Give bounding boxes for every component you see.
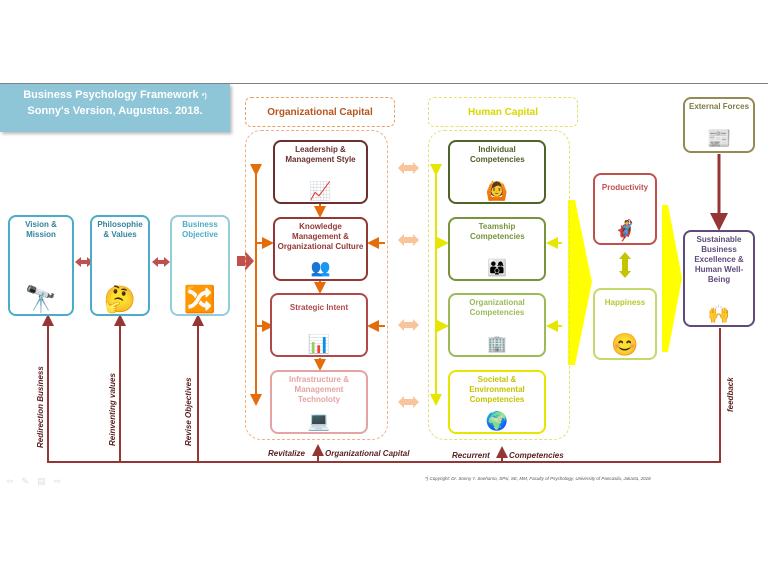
people-group-icon: 👥 bbox=[310, 260, 331, 277]
top-divider bbox=[0, 83, 768, 84]
box-label: Productivity bbox=[601, 183, 649, 192]
title-line2: Sonny's Version, Augustus. 2018. bbox=[27, 105, 203, 117]
title-line1: Business Psychology Framework bbox=[23, 89, 199, 101]
title-mark: *) bbox=[201, 93, 207, 100]
header-human-capital: Human Capital bbox=[428, 97, 578, 127]
vision-mission-box: Vision & Mission 🔭 bbox=[8, 215, 74, 316]
menu-icon[interactable]: ▤ bbox=[37, 476, 46, 486]
flying-heroes-icon: 🦸 bbox=[612, 220, 638, 242]
organization-crowd-icon: 🏢 bbox=[487, 336, 507, 353]
org-capital-spine bbox=[250, 164, 385, 406]
box-label: Business Objective bbox=[181, 220, 218, 239]
previous-icon[interactable]: ⇦ bbox=[6, 476, 14, 486]
pen-icon[interactable]: ✎ bbox=[21, 476, 30, 486]
happiness-box: Happiness 😊 bbox=[593, 288, 657, 360]
box-label: Philosophie & Values bbox=[97, 220, 143, 239]
telescope-person-icon: 🔭 bbox=[24, 284, 58, 314]
label-feedback: feedback bbox=[726, 377, 735, 412]
label-recurrent: Recurrent bbox=[452, 451, 490, 460]
infrastructure-box: Infrastructure & Management Technoloty 💻 bbox=[270, 370, 368, 434]
human-capital-container bbox=[428, 130, 570, 440]
next-icon[interactable]: ⇨ bbox=[53, 476, 62, 486]
slide-title: Business Psychology Framework *) Sonny's… bbox=[0, 84, 230, 132]
climbing-people-icon: 📈 bbox=[309, 181, 332, 201]
stressed-person-icon: 🙆 bbox=[485, 181, 509, 201]
copyright-note: *) Copyright: Dr. Sonny Y. Soeharso, SPs… bbox=[425, 476, 651, 481]
box-label: Leadership & Management Style bbox=[285, 145, 356, 164]
box-label: Teamship Competencies bbox=[470, 222, 525, 241]
label-organizational-capital: Organizational Capital bbox=[325, 449, 410, 458]
presentation-icon: 📊 bbox=[307, 334, 331, 354]
box-label: Infrastructure & Management Technoloty bbox=[288, 375, 349, 404]
leadership-box: Leadership & Management Style 📈 bbox=[273, 140, 368, 204]
globe-icon: 🌍 bbox=[485, 411, 509, 431]
newspaper-icon: 📰 bbox=[706, 128, 732, 150]
box-label: Organizational Competencies bbox=[469, 298, 525, 317]
box-label: Societal & Environmental Competencies bbox=[469, 375, 525, 404]
slide-nav: ⇦ ✎ ▤ ⇨ bbox=[6, 476, 61, 487]
knowledge-management-box: Knowledge Management & Organizational Cu… bbox=[273, 217, 368, 281]
header-organizational-capital: Organizational Capital bbox=[245, 97, 395, 127]
box-label: External Forces bbox=[688, 102, 750, 111]
box-label: Knowledge Management & Organizational Cu… bbox=[277, 222, 364, 251]
box-label: Individual Competencies bbox=[470, 145, 525, 164]
human-capital-spine bbox=[430, 164, 562, 406]
philosophie-values-box: Philosophie & Values 🤔 bbox=[90, 215, 150, 316]
smiling-face-icon: 😊 bbox=[611, 332, 639, 357]
external-forces-box: External Forces 📰 bbox=[683, 97, 755, 153]
label-revitalize: Revitalize bbox=[268, 449, 305, 458]
organizational-competencies-box: Organizational Competencies 🏢 bbox=[448, 293, 546, 357]
header-label: Human Capital bbox=[467, 106, 538, 118]
yellow-chevron-1 bbox=[568, 200, 592, 365]
org-capital-container bbox=[245, 130, 388, 440]
feedback-loop bbox=[42, 154, 728, 463]
sustainable-excellence-box: Sustainable Business Excellence & Human … bbox=[683, 230, 755, 327]
label-competencies: Competencies bbox=[509, 451, 564, 460]
individual-competencies-box: Individual Competencies 🙆 bbox=[448, 140, 546, 204]
desk-worker-icon: 💻 bbox=[307, 411, 331, 431]
direction-arrows-icon: 🔀 bbox=[183, 284, 217, 314]
box-label: Vision & Mission bbox=[25, 220, 57, 239]
label-redirection-business: Redirection Business bbox=[36, 366, 45, 448]
label-reinventing-values: Reinventing values bbox=[108, 373, 117, 446]
header-label: Organizational Capital bbox=[267, 106, 373, 118]
societal-environmental-box: Societal & Environmental Competencies 🌍 bbox=[448, 370, 546, 434]
team-icon: 👨‍👩‍👦 bbox=[487, 260, 507, 277]
yellow-chevron-2 bbox=[662, 205, 682, 352]
capital-link-arrows bbox=[398, 162, 419, 408]
teamship-competencies-box: Teamship Competencies 👨‍👩‍👦 bbox=[448, 217, 546, 281]
box-label: Happiness bbox=[604, 298, 646, 307]
strategic-intent-box: Strategic Intent 📊 bbox=[270, 293, 368, 357]
box-label: Strategic Intent bbox=[289, 303, 349, 312]
box-label: Sustainable Business Excellence & Human … bbox=[694, 235, 744, 284]
label-revise-objectives: Revise Objectives bbox=[184, 377, 193, 446]
productivity-happiness-arrow bbox=[619, 252, 631, 278]
jumping-people-icon: 🙌 bbox=[707, 304, 731, 324]
productivity-box: Productivity 🦸 bbox=[593, 173, 657, 245]
thinking-person-icon: 🤔 bbox=[103, 284, 137, 314]
business-objective-box: Business Objective 🔀 bbox=[170, 215, 230, 316]
